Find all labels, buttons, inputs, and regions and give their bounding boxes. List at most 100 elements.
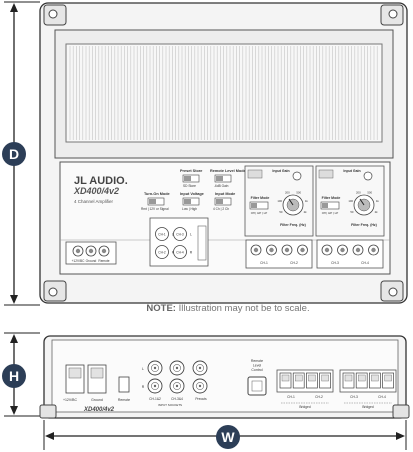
input-jack[interactable] xyxy=(173,227,187,241)
note-text: Illustration may not be to scale. xyxy=(176,303,310,314)
terminal-screw xyxy=(101,248,107,254)
filter-freq-label: Filter Freq. (Hz) xyxy=(351,223,377,227)
terminal-screw-slot xyxy=(344,374,353,382)
terminal-screw xyxy=(371,247,376,253)
front-model-name: XD400/4v2 xyxy=(83,407,115,413)
speaker-channel-label: CH-3 xyxy=(331,261,339,265)
input-jack[interactable] xyxy=(155,227,169,241)
rca-side-label: L xyxy=(142,367,144,371)
rca-preouts-label: Preouts xyxy=(195,397,207,401)
filter-mode-switch[interactable] xyxy=(249,201,269,210)
terminal-screw-slot xyxy=(371,374,379,382)
front-power-label: +12V/BC xyxy=(63,398,78,402)
top-view: JL AUDIO. XD400/4v2 4 Channel Amplifier … xyxy=(39,2,408,304)
terminal-screw xyxy=(269,247,274,253)
input-jack-label: CH-1 xyxy=(158,232,166,236)
terminal-screw xyxy=(324,247,330,253)
scale-note: NOTE: Illustration may not be to scale. xyxy=(146,303,309,314)
input-jack-side: R xyxy=(190,250,193,254)
depth-dimension: D xyxy=(2,1,40,306)
input-jack[interactable] xyxy=(173,245,187,259)
terminal-screw-slot xyxy=(281,374,290,382)
terminal-screw xyxy=(75,248,81,254)
dial-tick-label: 50 xyxy=(350,210,354,214)
dial-tick-label: 500 xyxy=(296,190,301,194)
model-name: XD400/4v2 xyxy=(73,186,119,196)
dial-tick-label: 200 xyxy=(285,190,290,194)
turn-on-label: Turn-On Mode xyxy=(144,192,170,196)
w-label: W xyxy=(221,429,235,445)
remote-level-port[interactable] xyxy=(247,376,267,396)
remote-level-label: Remote xyxy=(251,359,263,363)
dial-tick-label: 50 xyxy=(279,210,283,214)
remote-level-value: -6dB Gain xyxy=(214,184,229,188)
dial-tick-label: 500 xyxy=(367,190,372,194)
rca-pin xyxy=(198,366,202,370)
terminal-screw xyxy=(284,247,290,253)
filter-mode-value: Off | HP | LP xyxy=(251,211,268,215)
terminal-screw xyxy=(300,247,305,253)
preset-store-label: Preset Store xyxy=(180,169,202,173)
rca-bottom-label: INPUT SOCKETS xyxy=(158,403,182,407)
filter-freq-label: Filter Freq. (Hz) xyxy=(280,223,306,227)
input-jack-label: CH-3 xyxy=(176,232,184,236)
input-mode-value: 4 Ch | 2 Ch xyxy=(213,207,229,211)
w-badge xyxy=(216,425,240,449)
terminal-screw xyxy=(253,247,259,253)
rca-side-label: R xyxy=(142,385,145,389)
terminal-screw-slot xyxy=(68,367,82,379)
power-terminal-label: +12V/BC xyxy=(72,259,86,263)
preset-store-value: SD Store xyxy=(183,184,196,188)
dial-tick-label: 2k xyxy=(375,210,379,214)
dial-tick-label: 200 xyxy=(356,190,361,194)
width-dimension: W xyxy=(43,420,407,450)
bridged-label: Bridged xyxy=(362,405,374,409)
filter-mode-value: Off | HP | LP xyxy=(322,211,339,215)
dial-tick-label: 2k xyxy=(304,210,308,214)
model-subtitle: 4 Channel Amplifier xyxy=(74,199,114,204)
filter-mode-label: Filter Mode xyxy=(322,196,341,200)
rca-pin xyxy=(175,366,179,370)
rca-pin xyxy=(198,384,202,388)
terminal-screw-slot xyxy=(308,374,316,382)
rca-pin xyxy=(153,366,157,370)
bridged-label: Bridged xyxy=(299,405,311,409)
input-gain-knob[interactable] xyxy=(363,171,373,181)
input-jack-label: CH-4 xyxy=(176,250,184,254)
input-voltage-label: Input Voltage xyxy=(180,192,204,196)
note-bold: NOTE: xyxy=(146,303,176,314)
h-label: H xyxy=(9,368,19,384)
front-speaker-label: CH-1 xyxy=(287,395,295,399)
dial-tick-label: 100 xyxy=(348,199,353,203)
input-jack[interactable] xyxy=(155,245,169,259)
height-dimension: H xyxy=(2,332,40,417)
input-gain-knob[interactable] xyxy=(292,171,302,181)
rca-pin xyxy=(175,384,179,388)
switch-knob xyxy=(251,203,257,208)
terminal-screw xyxy=(340,247,345,253)
dial-pointer xyxy=(288,198,294,206)
filter-mode-label: Filter Mode xyxy=(251,196,270,200)
section-tab xyxy=(318,169,334,179)
input-jack-divider xyxy=(197,225,207,261)
mount-foot xyxy=(392,404,410,419)
h-badge xyxy=(2,364,26,388)
speaker-channel-label: CH-1 xyxy=(260,261,268,265)
turn-on-value: Rmt | 12V or Signal xyxy=(141,207,169,211)
power-terminal-label: Ground xyxy=(86,259,97,263)
filter-mode-switch[interactable] xyxy=(320,201,340,210)
front-remote-terminal[interactable] xyxy=(118,376,130,393)
terminal-screw xyxy=(88,248,94,254)
d-label: D xyxy=(9,146,19,162)
input-gain-label: Input Gain xyxy=(343,169,360,173)
terminal-screw-slot xyxy=(384,374,392,382)
terminal-screw-slot xyxy=(358,374,366,382)
dial-tick-label: 1k xyxy=(376,199,380,203)
dial-pointer xyxy=(359,198,365,206)
speaker-channel-label: CH-4 xyxy=(361,261,369,265)
d-badge xyxy=(2,142,26,166)
remote-level-label: Control xyxy=(251,368,263,372)
brand-logo: JL AUDIO. xyxy=(74,175,128,187)
